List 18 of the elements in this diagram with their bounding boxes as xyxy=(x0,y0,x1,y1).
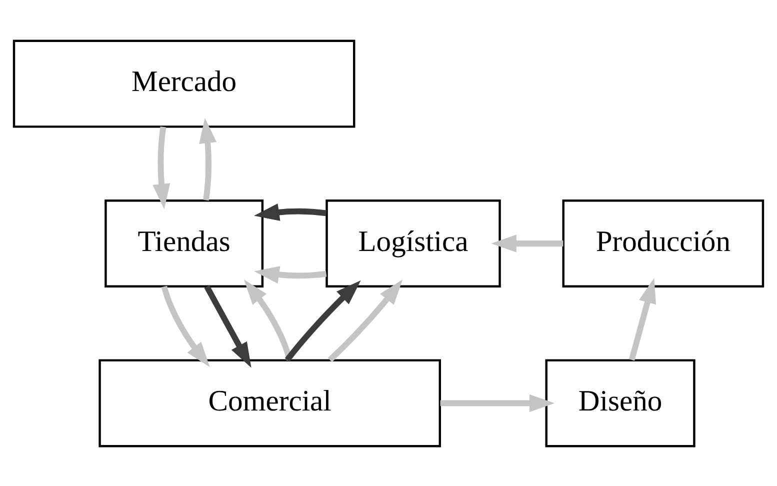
arrow xyxy=(244,279,293,360)
node-box: Comercial xyxy=(98,358,441,447)
arrow xyxy=(328,279,403,362)
node-box: Producción xyxy=(562,199,764,287)
arrow xyxy=(199,118,217,200)
arrow xyxy=(491,234,564,252)
arrow xyxy=(440,394,555,412)
node-box: Logística xyxy=(326,199,501,287)
arrow xyxy=(204,284,252,368)
arrow xyxy=(254,202,327,220)
arrow xyxy=(284,280,361,362)
node-box: Diseño xyxy=(545,358,696,447)
arrow xyxy=(254,266,327,284)
arrow xyxy=(161,285,210,366)
node-box: Mercado xyxy=(12,39,356,128)
arrow xyxy=(628,277,656,360)
node-box: Tiendas xyxy=(104,199,264,287)
arrow xyxy=(152,126,170,209)
